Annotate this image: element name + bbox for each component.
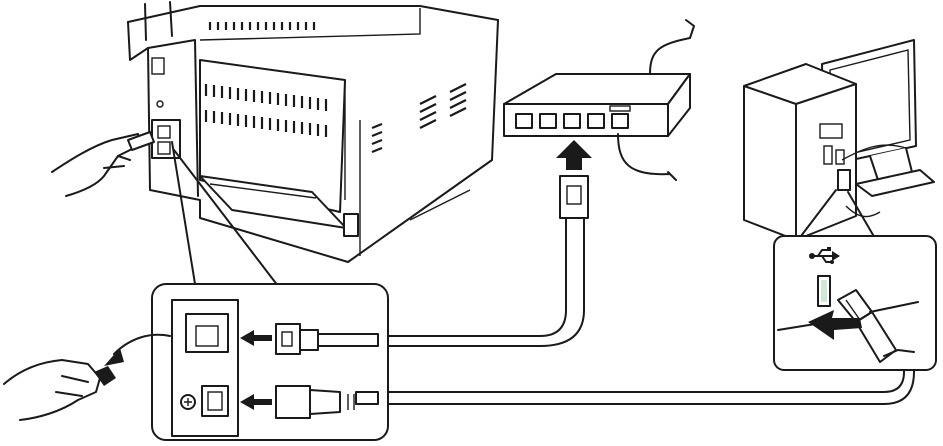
printer-usb-port xyxy=(157,141,171,155)
ethernet-port-icon xyxy=(185,313,229,353)
printer-vent-side xyxy=(371,83,467,154)
computer-zoom-leaders xyxy=(797,189,877,241)
hub-upstream-cord xyxy=(649,19,695,75)
printer-top-edge xyxy=(127,5,499,23)
computer-usb-a-tongue xyxy=(821,280,827,302)
usb-plug-inset xyxy=(275,385,379,419)
lan-plug-hub xyxy=(559,175,589,219)
monitor-base xyxy=(855,169,935,197)
lan-insert-arrow xyxy=(240,330,272,346)
monitor-cable xyxy=(841,144,907,161)
computer xyxy=(743,39,935,241)
lan-cable xyxy=(377,175,589,347)
printer-screw xyxy=(156,100,164,108)
lan-cable-path xyxy=(377,217,585,347)
usb-b-port-icon xyxy=(180,385,229,417)
hand-plugging-printer xyxy=(51,131,155,197)
printer xyxy=(127,1,499,263)
tower-edges xyxy=(743,83,857,241)
network-hub xyxy=(503,19,695,181)
hub-insert-arrow xyxy=(556,140,592,170)
hub-side xyxy=(667,73,691,137)
usb-plug-computer xyxy=(837,289,915,363)
usb-icon xyxy=(809,247,840,264)
lan-plug-tab xyxy=(566,185,582,205)
usb-insert-arrow xyxy=(240,394,272,410)
lan-plug-inset xyxy=(275,323,379,355)
printer-body xyxy=(127,19,499,263)
printer-power-inlet xyxy=(343,213,359,237)
cap-removal-arrowhead xyxy=(104,348,124,366)
hand-lower-fingers xyxy=(55,375,89,397)
printer-tray-edge xyxy=(209,183,317,199)
removed-cap xyxy=(94,366,116,386)
computer-usb-insert-arrow xyxy=(808,310,862,340)
tower-port-b xyxy=(835,149,845,165)
hand-removing-cap xyxy=(3,333,171,421)
printer-small-slot xyxy=(151,57,165,75)
zoom-leader-lines xyxy=(171,141,279,291)
tower-case xyxy=(743,63,857,241)
printer-side-lines xyxy=(344,80,471,256)
printer-lan-port xyxy=(157,125,171,139)
hub-ports xyxy=(515,105,631,129)
computer-inset-frame xyxy=(773,235,937,371)
hub-top xyxy=(503,73,691,105)
printer-rear-cover xyxy=(199,59,346,213)
tower-drive-bay xyxy=(819,123,843,139)
hand-fingers xyxy=(103,155,131,169)
tower-power-cord xyxy=(845,205,881,218)
printer-top-panel xyxy=(144,1,173,41)
hub-power-cord xyxy=(617,133,677,181)
printer-vent-top xyxy=(208,22,316,30)
printer-vent-rear xyxy=(204,84,328,137)
port-zoom-inset xyxy=(151,141,389,441)
hand-held-plug xyxy=(127,131,155,151)
tower-port-a xyxy=(823,145,833,165)
hub-front xyxy=(503,103,669,137)
computer-usb-inset xyxy=(773,235,937,371)
tower-usb-port xyxy=(837,169,851,191)
printer-top-plate xyxy=(199,8,421,41)
hand-lower xyxy=(3,359,101,421)
printer-left-panel xyxy=(147,39,199,197)
